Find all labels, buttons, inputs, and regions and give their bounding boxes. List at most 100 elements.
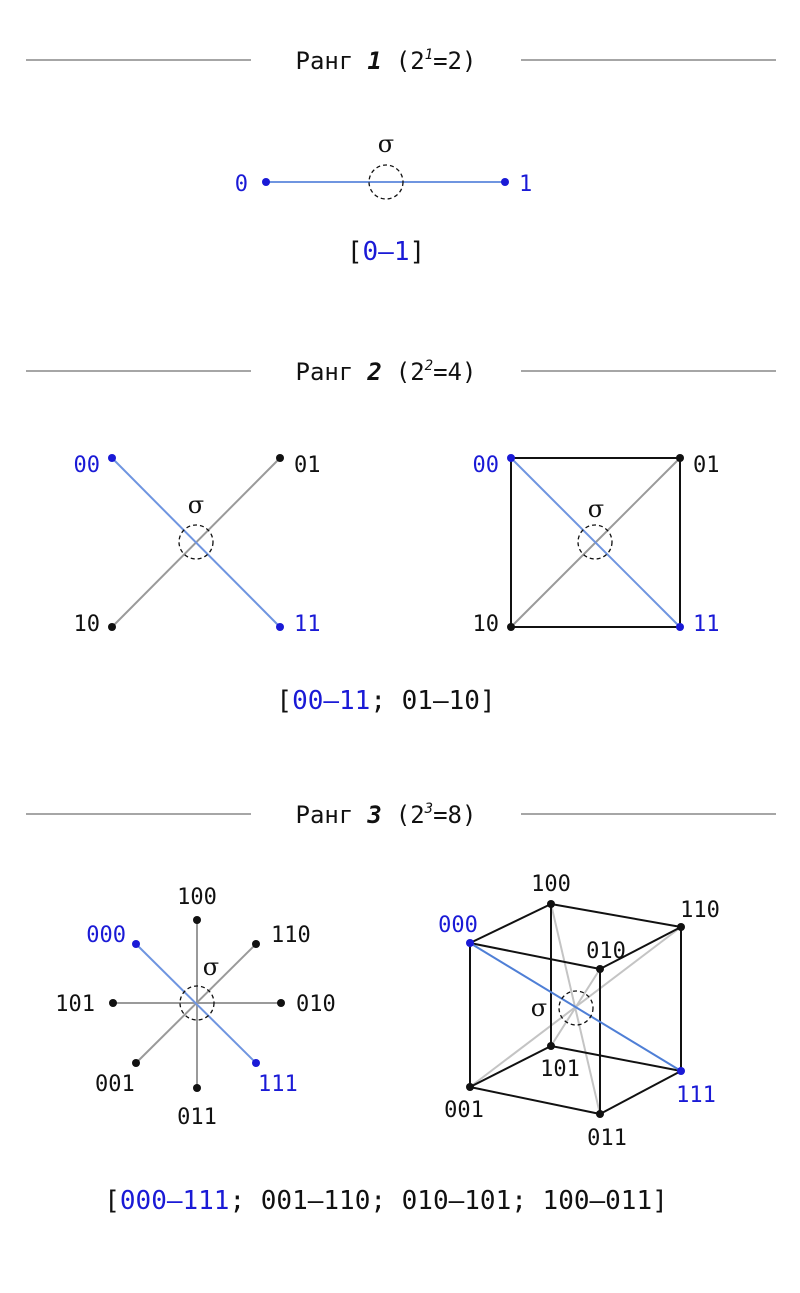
- node-label: 110: [680, 898, 720, 923]
- node-label: 110: [271, 923, 311, 948]
- node-111: [677, 1067, 685, 1075]
- heading-paren-open: (2: [396, 358, 425, 386]
- node-label: 011: [177, 1105, 217, 1130]
- node-0: [262, 178, 270, 186]
- cross-diagram: σ 00 01 10 11: [74, 453, 321, 637]
- heading-rank: 1: [367, 47, 381, 75]
- pairs-list: [000–111; 001–110; 010–101; 100–011]: [104, 1186, 668, 1216]
- cube-edge: [550, 903, 682, 928]
- sigma-label: σ: [531, 994, 547, 1022]
- cube-edge: [599, 1070, 682, 1115]
- heading-exponent: 1: [425, 47, 433, 63]
- node-label: 111: [676, 1083, 716, 1108]
- node-010: [277, 999, 285, 1007]
- node-010: [596, 965, 604, 973]
- node-011: [596, 1110, 604, 1118]
- node-101: [547, 1042, 555, 1050]
- node-label: 01: [294, 453, 321, 478]
- node-110: [252, 940, 260, 948]
- node-00: [507, 454, 515, 462]
- cube-edge: [550, 1045, 682, 1072]
- heading-paren-close: =4): [433, 358, 476, 386]
- node-label: 00: [74, 453, 101, 478]
- heading-word: Ранг: [296, 801, 354, 829]
- node-label: 000: [86, 923, 126, 948]
- node-111: [252, 1059, 260, 1067]
- node-label: 11: [294, 612, 321, 637]
- cube-edge: [469, 903, 552, 944]
- pairs-highlight: 00–11: [292, 686, 370, 716]
- node-label: 100: [531, 872, 571, 897]
- node-label: 1: [519, 172, 532, 197]
- node-10: [108, 623, 116, 631]
- heading-exponent: 2: [425, 358, 433, 374]
- heading-paren-close: =2): [433, 47, 476, 75]
- cube-edge: [469, 1045, 552, 1088]
- star-diagram: σ 100 110 010 111 011 001 101 000: [55, 885, 336, 1130]
- pairs-open: [: [104, 1186, 120, 1216]
- node-label: 10: [74, 612, 101, 637]
- heading-rank: 3: [366, 801, 381, 829]
- heading-word: Ранг: [296, 358, 354, 386]
- pairs-close: ]: [652, 1186, 668, 1216]
- node-label: 10: [473, 612, 500, 637]
- pairs-close: ]: [409, 237, 425, 267]
- node-011: [193, 1084, 201, 1092]
- center-circle: [577, 524, 613, 560]
- pairs-close: ]: [480, 686, 496, 716]
- heading-paren-open: (2: [396, 801, 425, 829]
- pairs-highlight: 0–1: [363, 237, 410, 267]
- center-circle: [178, 524, 214, 560]
- square-diagram: σ 00 01 10 11: [473, 453, 720, 637]
- node-label: 010: [296, 992, 336, 1017]
- center-circle: [179, 985, 215, 1021]
- node-label: 001: [444, 1098, 484, 1123]
- edge-000-111: [469, 942, 682, 1072]
- node-label: 001: [95, 1072, 135, 1097]
- sigma-label: σ: [378, 130, 394, 158]
- node-001: [132, 1059, 140, 1067]
- node-100: [193, 916, 201, 924]
- cube-edge: [599, 926, 682, 970]
- pairs-list: [00–11; 01–10]: [276, 686, 495, 716]
- edge-000-111: [135, 943, 257, 1064]
- center-circle: [368, 164, 404, 200]
- node-100: [547, 900, 555, 908]
- node-label: 00: [473, 453, 500, 478]
- heading-word: Ранг: [296, 47, 354, 75]
- node-label: 100: [177, 885, 217, 910]
- node-01: [276, 454, 284, 462]
- node-label: 01: [693, 453, 720, 478]
- node-000: [466, 939, 474, 947]
- pairs-rest: ; 01–10: [370, 686, 480, 716]
- heading-paren-close: =8): [433, 801, 476, 829]
- sigma-label: σ: [588, 495, 604, 523]
- heading-paren-open: (2: [396, 47, 425, 75]
- cube-edge: [469, 942, 601, 970]
- center-circle: [558, 990, 594, 1026]
- node-001: [466, 1083, 474, 1091]
- node-label: 0: [235, 172, 248, 197]
- node-label: 101: [540, 1057, 580, 1082]
- node-label: 11: [693, 612, 720, 637]
- node-00: [108, 454, 116, 462]
- node-000: [132, 940, 140, 948]
- edge-00-11: [111, 457, 281, 628]
- edge-00-11: [510, 457, 681, 628]
- node-label: 000: [438, 913, 478, 938]
- sigma-label: σ: [203, 953, 219, 981]
- node-11: [676, 623, 684, 631]
- node-1: [501, 178, 509, 186]
- heading-rank: 2: [366, 358, 381, 386]
- node-11: [276, 623, 284, 631]
- cube-diagram: σ 000 001 100 101 110 010 111 011: [438, 872, 720, 1151]
- node-label: 010: [586, 939, 626, 964]
- pairs-list: [0–1]: [347, 237, 425, 267]
- heading-exponent: 3: [424, 801, 433, 817]
- node-101: [109, 999, 117, 1007]
